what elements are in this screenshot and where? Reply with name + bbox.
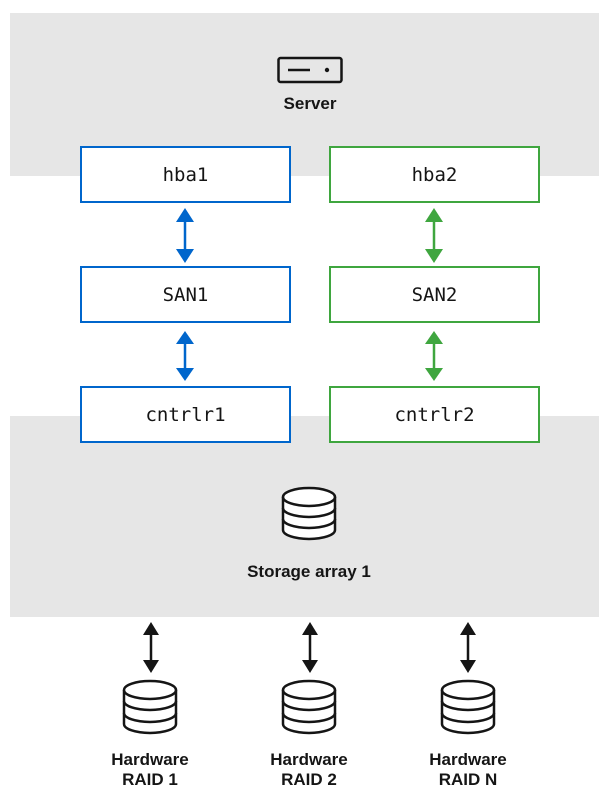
server-icon xyxy=(277,56,343,84)
storage-raidn-arrow xyxy=(460,622,476,673)
san1-box: SAN1 xyxy=(80,266,291,323)
hba1-box: hba1 xyxy=(80,146,291,203)
server-label: Server xyxy=(283,94,337,113)
hba2-san2-arrow xyxy=(425,208,443,263)
san2-box: SAN2 xyxy=(329,266,540,323)
hba1-san1-arrow xyxy=(176,208,194,263)
raidn-label-line2: RAID N xyxy=(438,770,498,789)
raid2-label-line1: Hardware xyxy=(270,750,348,769)
raidn-label-line1: Hardware xyxy=(429,750,507,769)
raid1-label: Hardware RAID 1 xyxy=(90,750,210,790)
san2-cntrlr2-arrow xyxy=(425,331,443,381)
storage-raid2-arrow xyxy=(302,622,318,673)
raid2-label: Hardware RAID 2 xyxy=(249,750,369,790)
storage-raid1-arrow xyxy=(143,622,159,673)
raid1-label-line2: RAID 1 xyxy=(122,770,178,789)
raid1-database-icon xyxy=(122,679,178,735)
raid2-database-icon xyxy=(281,679,337,735)
hba2-box: hba2 xyxy=(329,146,540,203)
cntrlr2-box: cntrlr2 xyxy=(329,386,540,443)
raidn-label: Hardware RAID N xyxy=(408,750,528,790)
storage-array-database-icon xyxy=(281,486,337,541)
cntrlr1-box: cntrlr1 xyxy=(80,386,291,443)
raidn-database-icon xyxy=(440,679,496,735)
san1-cntrlr1-arrow xyxy=(176,331,194,381)
storage-array-label: Storage array 1 xyxy=(247,562,371,581)
raid2-label-line2: RAID 2 xyxy=(281,770,337,789)
raid1-label-line1: Hardware xyxy=(111,750,189,769)
